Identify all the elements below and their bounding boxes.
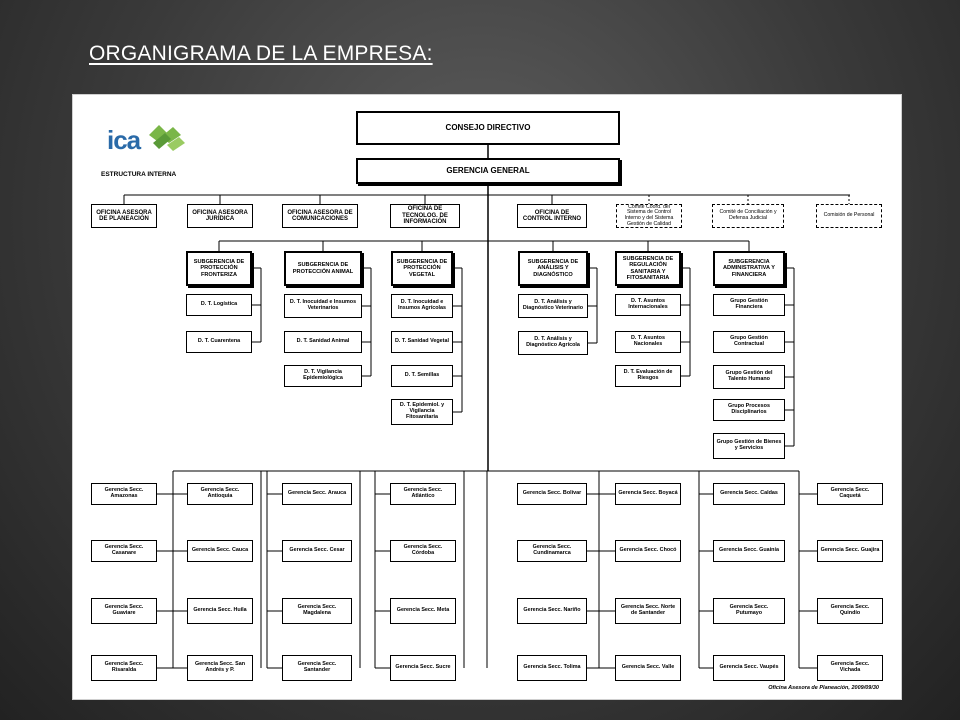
unidad-box: D. T. Sanidad Animal: [284, 331, 362, 353]
seccional-box: Gerencia Secc. Arauca: [282, 483, 352, 505]
unidad-box: D. T. Epidemiol. y Vigilancia Fitosanita…: [391, 399, 453, 425]
seccional-box: Gerencia Secc. Sucre: [390, 655, 456, 681]
seccional-box: Gerencia Secc. Valle: [615, 655, 681, 681]
unidad-box: D. T. Asuntos Nacionales: [615, 331, 681, 353]
seccional-box: Gerencia Secc. Caquetá: [817, 483, 883, 505]
seccional-box: Gerencia Secc. Caldas: [713, 483, 785, 505]
unidad-box: D. T. Vigilancia Epidemiológica: [284, 365, 362, 387]
logo-text: ica: [107, 125, 141, 155]
footer-note: Oficina Asesora de Planeación, 2009/09/3…: [768, 685, 879, 691]
seccional-box: Gerencia Secc. Córdoba: [390, 540, 456, 562]
seccional-box: Gerencia Secc. Amazonas: [91, 483, 157, 505]
oficina-box: OFICINA ASESORA DE COMUNICACIONES: [282, 204, 358, 228]
oficina-box: OFICINA DE CONTROL INTERNO: [517, 204, 587, 228]
seccional-box: Gerencia Secc. Guajira: [817, 540, 883, 562]
seccional-box: Gerencia Secc. Atlántico: [390, 483, 456, 505]
subgerencia-box: SUBGERENCIA DE PROTECCIÓN ANIMAL: [284, 251, 362, 286]
comite-box: Comisión de Personal: [816, 204, 882, 228]
subgerencia-box: SUBGERENCIA DE PROTECCIÓN VEGETAL: [391, 251, 453, 286]
seccional-box: Gerencia Secc. Cundinamarca: [517, 540, 587, 562]
org-boxes: CONSEJO DIRECTIVO GERENCIA GENERAL OFICINA…: [73, 95, 901, 699]
unidad-box: Grupo Gestión del Talento Humano: [713, 365, 785, 389]
seccional-box: Gerencia Secc. Huila: [187, 598, 253, 624]
comite-box: Comité Coord. del Sistema de Control Int…: [616, 204, 682, 228]
unidad-box: D. T. Análisis y Diagnóstico Veterinario: [518, 294, 588, 318]
seccional-box: Gerencia Secc. Guainía: [713, 540, 785, 562]
seccional-box: Gerencia Secc. Putumayo: [713, 598, 785, 624]
seccional-box: Gerencia Secc. Casanare: [91, 540, 157, 562]
seccional-box: Gerencia Secc. Quindío: [817, 598, 883, 624]
oficina-box: OFICINA DE TECNOLOG. DE INFORMACIÓN: [390, 204, 460, 228]
comite-box: Comité de Conciliación y Defensa Judicia…: [712, 204, 784, 228]
oficina-box: OFICINA ASESORA JURÍDICA: [187, 204, 253, 228]
seccional-box: Gerencia Secc. Chocó: [615, 540, 681, 562]
consejo-directivo-box: CONSEJO DIRECTIVO: [356, 111, 620, 145]
unidad-box: D. T. Evaluación de Riesgos: [615, 365, 681, 387]
unidad-box: D. T. Análisis y Diagnóstico Agrícola: [518, 331, 588, 355]
seccional-box: Gerencia Secc. Bolívar: [517, 483, 587, 505]
unidad-box: D. T. Inocuidad e Insumos Veterinarios: [284, 294, 362, 318]
subgerencia-box: SUBGERENCIA DE REGULACIÓN SANITARIA Y FI…: [615, 251, 681, 286]
org-chart: ica ESTRUCTURA INTERNA CONSEJO DIRECTIVO…: [72, 94, 902, 700]
unidad-box: D. T. Cuarentena: [186, 331, 252, 353]
seccional-box: Gerencia Secc. Antioquia: [187, 483, 253, 505]
subgerencia-box: SUBGERENCIA ADMINISTRATIVA Y FINANCIERA: [713, 251, 785, 286]
connector-lines: [123, 145, 850, 669]
unidad-box: Grupo Gestión de Bienes y Servicios: [713, 433, 785, 459]
seccional-box: Gerencia Secc. Vaupés: [713, 655, 785, 681]
seccional-box: Gerencia Secc. San Andrés y P.: [187, 655, 253, 681]
unidad-box: D. T. Sanidad Vegetal: [391, 331, 453, 353]
unidad-box: Grupo Gestión Contractual: [713, 331, 785, 353]
seccional-box: Gerencia Secc. Santander: [282, 655, 352, 681]
structure-label: ESTRUCTURA INTERNA: [101, 171, 177, 178]
oficina-box: OFICINA ASESORA DE PLANEACIÓN: [91, 204, 157, 228]
seccional-box: Gerencia Secc. Vichada: [817, 655, 883, 681]
subgerencia-box: SUBGERENCIA DE PROTECCIÓN FRONTERIZA: [186, 251, 252, 286]
subgerencia-box: SUBGERENCIA DE ANÁLISIS Y DIAGNÓSTICO: [518, 251, 588, 286]
seccional-box: Gerencia Secc. Meta: [390, 598, 456, 624]
seccional-box: Gerencia Secc. Cauca: [187, 540, 253, 562]
seccional-box: Gerencia Secc. Nariño: [517, 598, 587, 624]
unidad-box: D. T. Logística: [186, 294, 252, 316]
unidad-box: D. T. Semillas: [391, 365, 453, 387]
seccional-box: Gerencia Secc. Risaralda: [91, 655, 157, 681]
seccional-box: Gerencia Secc. Norte de Santander: [615, 598, 681, 624]
unidad-box: D. T. Asuntos Internacionales: [615, 294, 681, 316]
seccional-box: Gerencia Secc. Boyacá: [615, 483, 681, 505]
unidad-box: Grupo Procesos Disciplinarios: [713, 399, 785, 421]
gerencia-general-box: GERENCIA GENERAL: [356, 158, 620, 184]
ica-logo-icon: [149, 125, 185, 151]
seccional-box: Gerencia Secc. Tolima: [517, 655, 587, 681]
seccional-box: Gerencia Secc. Magdalena: [282, 598, 352, 624]
unidad-box: D. T. Inocuidad e Insumos Agrícolas: [391, 294, 453, 318]
slide-title: ORGANIGRAMA DE LA EMPRESA:: [89, 42, 433, 65]
seccional-box: Gerencia Secc. Cesar: [282, 540, 352, 562]
seccional-box: Gerencia Secc. Guaviare: [91, 598, 157, 624]
unidad-box: Grupo Gestión Financiera: [713, 294, 785, 316]
